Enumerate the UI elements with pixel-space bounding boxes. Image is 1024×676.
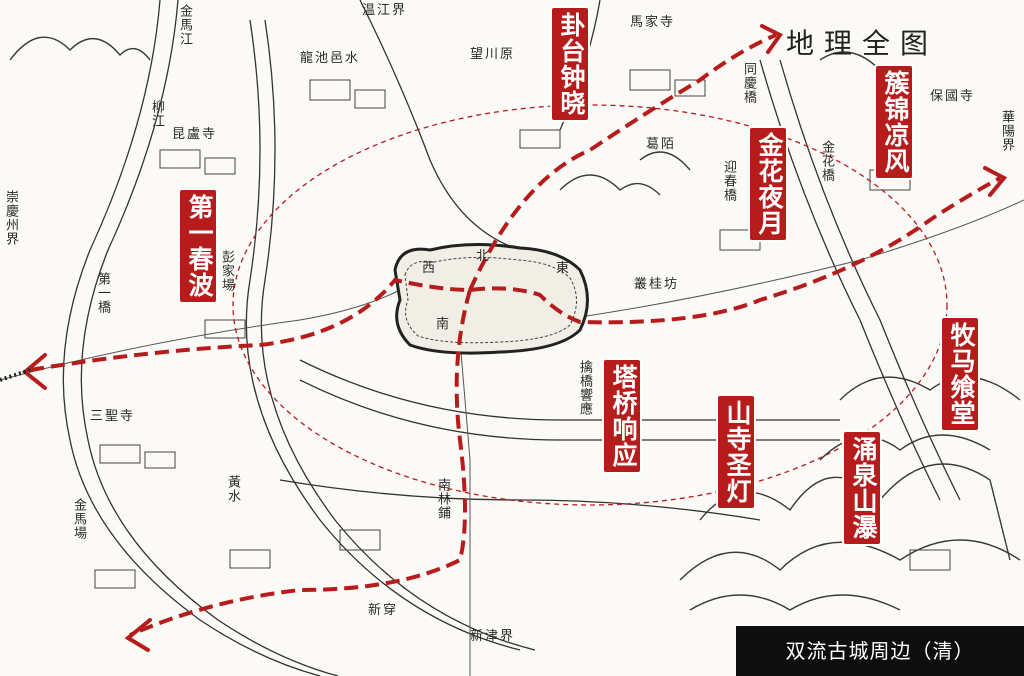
label-liujiang: 柳江 <box>149 100 164 128</box>
label-wangchuan: 望川原 <box>470 47 516 62</box>
label-north-gate: 北 <box>476 249 492 264</box>
label-diyiqiao: 第一橋 <box>95 272 110 314</box>
label-chongqing: 崇慶州界 <box>3 190 18 246</box>
label-west-gate: 西 <box>422 261 438 276</box>
historic-routes <box>29 33 1001 637</box>
label-huangshui: 黃水 <box>225 475 240 503</box>
label-baoguo: 保國寺 <box>930 89 976 104</box>
label-jinhua-qiao: 金花橋 <box>819 140 834 182</box>
scenic-tag-taqiao: 塔桥响应 <box>604 360 640 472</box>
label-guigui: 叢桂坊 <box>634 277 680 292</box>
label-pengjia: 彭家場 <box>219 250 234 292</box>
label-east-gate: 東 <box>556 261 572 276</box>
scenic-tag-muma: 牧马飨堂 <box>942 318 978 430</box>
label-majia: 馬家寺 <box>630 15 676 30</box>
label-xinjin: 新津界 <box>470 629 516 644</box>
map-caption: 双流古城周边（清） <box>736 626 1024 676</box>
village-buildings <box>94 69 951 589</box>
map-title: 地理全图 <box>786 27 939 60</box>
scenic-tag-cujin: 簇锦凉风 <box>876 66 912 178</box>
city-ring-ellipse <box>232 104 948 506</box>
scenic-tag-diyi: 第一春波 <box>180 190 216 302</box>
label-longchi: 龍池邑水 <box>300 51 361 66</box>
scenic-tag-guatai: 卦台钟晓 <box>552 8 588 120</box>
label-qiao-xiang: 擒橋響應 <box>577 360 592 416</box>
label-tongqing: 同慶橋 <box>741 62 756 104</box>
label-nanlin: 南林鋪 <box>435 478 450 520</box>
label-wenjiang: 温江界 <box>362 3 408 18</box>
scenic-tag-shansi: 山寺圣灯 <box>718 396 754 508</box>
scenic-tag-yongquan: 涌泉山瀑 <box>844 432 880 544</box>
label-yingchun: 迎春橋 <box>721 160 736 202</box>
scenic-tag-jinhua: 金花夜月 <box>750 128 786 240</box>
city-wall <box>393 242 589 355</box>
label-gebai: 葛陌 <box>646 137 677 152</box>
label-huayang: 華陽界 <box>999 110 1014 152</box>
label-south-gate: 南 <box>436 317 452 332</box>
label-sansheng: 三聖寺 <box>90 409 136 424</box>
west-road-dots <box>0 368 31 382</box>
label-jinma-chang: 金馬場 <box>71 498 86 540</box>
label-kunlu: 昆盧寺 <box>172 127 218 142</box>
label-xinchuan: 新穿 <box>368 603 399 618</box>
label-jinma-jiang: 金馬江 <box>177 4 192 46</box>
